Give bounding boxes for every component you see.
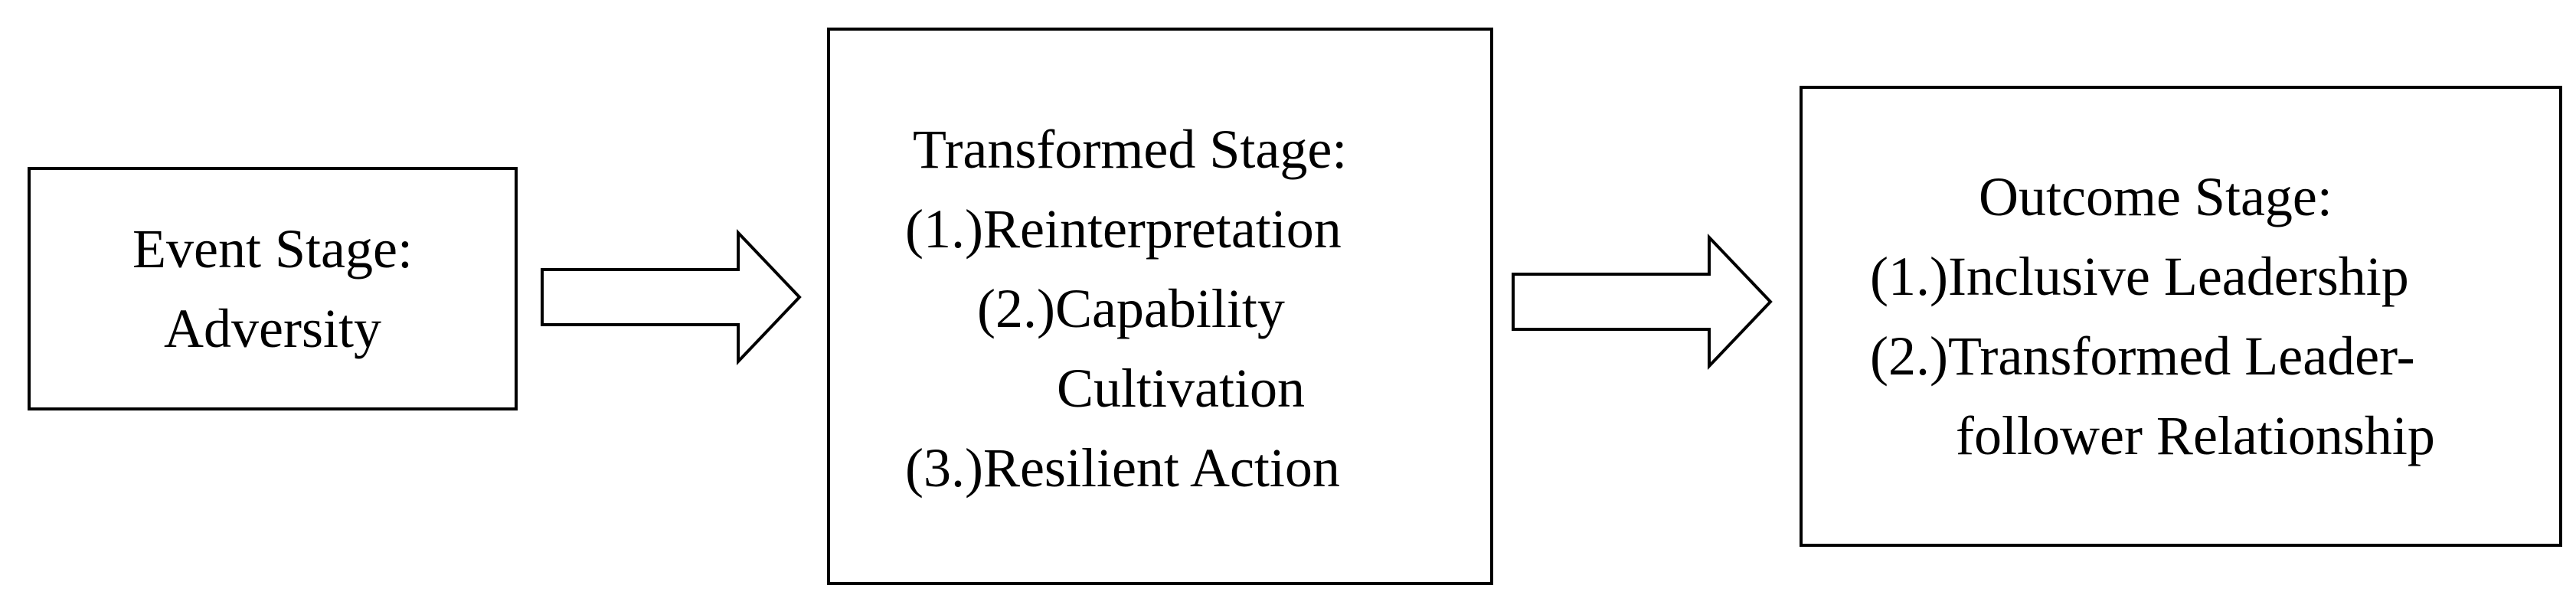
transformed-stage-item: (2.)Capability xyxy=(977,278,1285,339)
right-arrow-icon xyxy=(1512,234,1773,370)
event-stage-item: Adversity xyxy=(164,298,381,359)
transformed-stage-box: Transformed Stage: (1.)Reinterpretation … xyxy=(827,28,1493,585)
transformed-stage-title: Transformed Stage: xyxy=(913,119,1348,180)
transformed-stage-item: Cultivation xyxy=(1057,358,1305,419)
outcome-stage-item: (1.)Inclusive Leadership xyxy=(1870,246,2409,307)
outcome-stage-item: follower Relationship xyxy=(1956,405,2435,466)
right-arrow-icon xyxy=(541,229,802,365)
event-stage-title: Event Stage: xyxy=(132,218,413,280)
event-stage-box: Event Stage: Adversity xyxy=(28,167,518,410)
transformed-stage-item: (3.)Resilient Action xyxy=(905,437,1340,499)
outcome-stage-item: (2.)Transformed Leader- xyxy=(1870,325,2415,387)
outcome-stage-box: Outcome Stage: (1.)Inclusive Leadership … xyxy=(1800,86,2562,547)
transformed-stage-item: (1.)Reinterpretation xyxy=(905,198,1342,260)
outcome-stage-title: Outcome Stage: xyxy=(1979,166,2332,227)
